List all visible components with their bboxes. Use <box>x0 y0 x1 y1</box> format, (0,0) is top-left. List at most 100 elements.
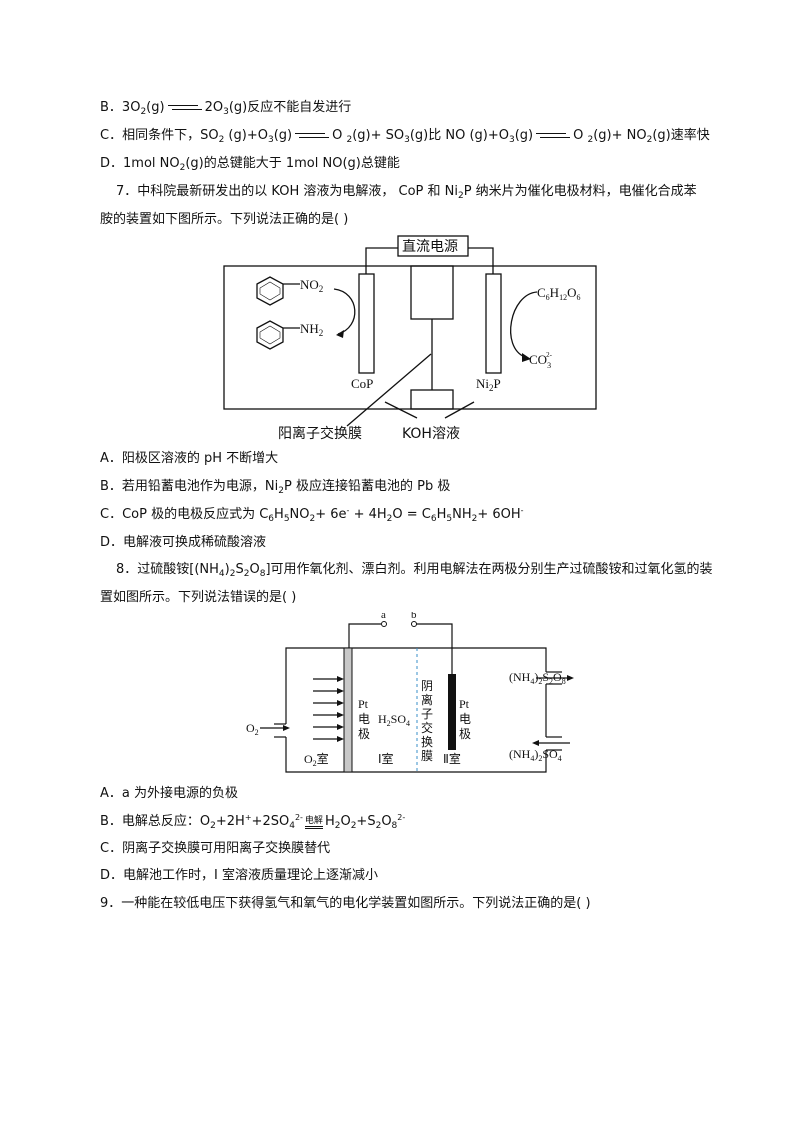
q7-option-d: D．电解液可换成稀硫酸溶液 <box>100 535 267 550</box>
pt-right-label-3: 极 <box>459 727 471 741</box>
cop-label: CoP <box>351 376 373 391</box>
subscript: 2 <box>646 135 653 145</box>
subscript: 3 <box>267 135 274 145</box>
cation-membrane-label: 阳离子交换膜 <box>278 425 362 442</box>
curved-arrow-icon <box>510 291 538 358</box>
superscript: - <box>346 506 350 515</box>
text: (g)比 NO (g)+O <box>409 128 509 143</box>
q6-option-c: C．相同条件下，SO2 (g)+O3(g)O 2(g)+ SO3(g)比 NO … <box>100 127 710 145</box>
text: ]可用作氧化剂、漂白剂。利用电解法在两极分别生产过硫酸铵和过氧化氢的装 <box>265 562 713 577</box>
subscript: 2 <box>587 135 594 145</box>
text: P 极应连接铅蓄电池的 Pb 极 <box>284 479 451 494</box>
terminal-a-icon <box>381 621 387 627</box>
text: (g)的总键能大于 1mol NO(g)总键能 <box>185 156 400 171</box>
electrolysis-condition: 电解 <box>304 816 323 829</box>
text: O <box>381 814 392 829</box>
nitrobenzene-label: NO2 <box>300 277 323 294</box>
subscript: 2 <box>243 569 250 579</box>
text: O <box>573 128 588 143</box>
text: +S <box>356 814 376 829</box>
text: + 6OH <box>477 507 521 522</box>
q8-stem-line2: 置如图所示。下列说法错误的是( ) <box>100 590 297 605</box>
koh-solution-label: KOH溶液 <box>402 426 460 442</box>
subscript: 2 <box>471 514 478 524</box>
svg-text:子: 子 <box>421 707 433 721</box>
text: NO <box>289 507 310 522</box>
svg-text:离: 离 <box>421 692 433 707</box>
subscript: 2 <box>334 821 341 831</box>
ni2p-electrode <box>485 273 502 374</box>
electrolytic-tank <box>223 265 597 410</box>
text: B．若用铅蓄电池作为电源，Ni <box>100 479 279 494</box>
subscript: 4 <box>289 821 295 831</box>
q7-stem-line1: 7．中科院最新研发出的以 KOH 溶液为电解液， CoP 和 Ni2P 纳米片为… <box>116 183 697 201</box>
subscript: 2 <box>309 514 316 524</box>
o2-inlet-label: O2 <box>246 721 259 737</box>
text: O <box>249 562 260 577</box>
text: H <box>274 507 284 522</box>
superscript: + <box>244 813 252 822</box>
o2-room-label: O2室 <box>304 751 329 768</box>
q8-electrolysis-figure: a b O2 O2室 Pt 电 极 H2SO4 Ⅰ室 阴 离 子 交 换 膜 P… <box>240 612 590 777</box>
curved-arrow-icon <box>333 288 356 335</box>
q7-stem-line2: 胺的装置如下图所示。下列说法正确的是( ) <box>100 212 349 227</box>
pt-left-label-2: 电 <box>358 712 370 726</box>
power-supply-label: 直流电源 <box>402 238 458 255</box>
reactant-label: (NH4)2SO4 <box>509 747 562 763</box>
q9-stem: 9．一种能在较低电压下获得氢气和氧气的电化学装置如图所示。下列说法正确的是( ) <box>100 896 591 911</box>
subscript: 2 <box>229 569 236 579</box>
q7-option-b: B．若用铅蓄电池作为电源，Ni2P 极应连接铅蓄电池的 Pb 极 <box>100 478 450 496</box>
subscript: 3 <box>508 135 515 145</box>
text: D．1mol NO <box>100 156 180 171</box>
subscript: 2 <box>346 135 353 145</box>
text: (g)速率快 <box>652 128 710 143</box>
glucose-label: C6H12O6 <box>537 285 580 302</box>
room2-label: Ⅱ室 <box>443 751 461 766</box>
text: +2SO <box>251 814 290 829</box>
h2so4-label: H2SO4 <box>378 712 410 728</box>
superscript: - <box>520 506 524 515</box>
superscript: 2- <box>397 813 406 822</box>
q6-option-d: D．1mol NO2(g)的总键能大于 1mol NO(g)总键能 <box>100 155 400 173</box>
text: + 6e <box>315 507 347 522</box>
svg-text:阴: 阴 <box>421 679 433 693</box>
subscript: 6 <box>268 514 275 524</box>
svg-text:交: 交 <box>421 720 433 735</box>
pt-left-label: Pt <box>358 697 369 711</box>
text: (g)+O <box>224 128 268 143</box>
carbonate-label: CO32- <box>529 351 553 370</box>
room1-label: Ⅰ室 <box>378 751 394 766</box>
subscript: 4 <box>218 569 225 579</box>
text: (g)+ SO <box>352 128 405 143</box>
equilibrium-arrow-icon <box>536 131 571 141</box>
subscript: 8 <box>391 821 398 831</box>
text: (g) <box>146 100 165 115</box>
subscript: 2 <box>210 821 216 831</box>
q8-option-a: A．a 为外接电源的负极 <box>100 786 238 801</box>
cop-electrode <box>358 273 375 374</box>
benzene-ring-icon <box>256 320 284 350</box>
svg-text:膜: 膜 <box>421 749 433 763</box>
benzene-ring-icon <box>256 276 284 306</box>
subscript: 8 <box>259 569 266 579</box>
product-label: (NH4)2S2O8 <box>509 670 566 686</box>
q7-electrolysis-figure: 直流电源 NO2 NH2 CoP Ni2P C6H12O6 CO32- 阳离子交… <box>220 232 600 447</box>
text: O <box>340 814 351 829</box>
power-supply-box <box>397 235 469 257</box>
q7-option-a: A．阳极区溶液的 pH 不断增大 <box>100 451 279 466</box>
pt-left-electrode <box>343 647 353 773</box>
text: S <box>235 562 244 577</box>
q7-option-c: C．CoP 极的电极反应式为 C6H5NO2+ 6e- + 4H2O = C6H… <box>100 506 524 524</box>
equilibrium-arrow-icon <box>167 103 202 113</box>
subscript: 5 <box>446 514 453 524</box>
text: 7．中科院最新研发出的以 KOH 溶液为电解液， CoP 和 Ni <box>116 184 458 199</box>
subscript: 2 <box>218 135 225 145</box>
pt-right-electrode <box>448 674 456 750</box>
text: 8．过硫酸铵[(NH <box>116 562 219 577</box>
q8-stem-line1: 8．过硫酸铵[(NH4)2S2O8]可用作氧化剂、漂白剂。利用电解法在两极分别生… <box>116 561 713 579</box>
text: (g) <box>273 128 293 143</box>
text: O <box>332 128 347 143</box>
text: (g) <box>514 128 534 143</box>
q8-option-d: D．电解池工作时，I 室溶液质量理论上逐渐减小 <box>100 868 378 883</box>
